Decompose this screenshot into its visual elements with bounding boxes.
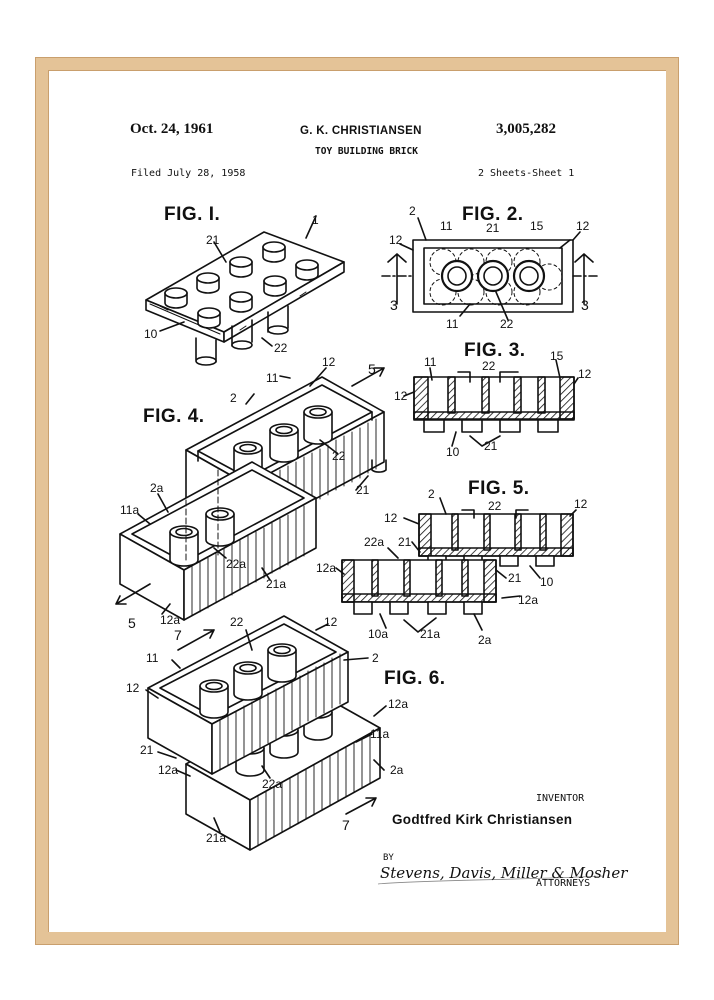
ref-label: 21 (140, 743, 154, 757)
ref-label: 3 (390, 297, 398, 313)
ref-label: 2 (428, 487, 435, 501)
ref-label: 2 (409, 204, 416, 218)
ref-label: 12 (389, 233, 403, 247)
ref-label: 12 (574, 497, 588, 511)
patent-title: TOY BUILDING BRICK (315, 146, 418, 157)
ref-label: 12 (384, 511, 398, 525)
ref-label: 10 (144, 327, 158, 341)
ref-label: 2a (478, 633, 492, 647)
ref-label: 21 (486, 221, 500, 235)
fig4-title: FIG. 4. (143, 406, 205, 427)
fig2-title: FIG. 2. (462, 204, 524, 225)
ref-label: 10 (540, 575, 554, 589)
by-label: BY (383, 853, 394, 863)
ref-label: 15 (550, 349, 564, 363)
ref-label: 21 (398, 535, 412, 549)
fig4-drawing (115, 367, 387, 621)
ref-label: 21a (206, 831, 226, 845)
ref-label: 11 (146, 651, 159, 665)
ref-label: 12a (518, 593, 538, 607)
fig5-title: FIG. 5. (468, 478, 530, 499)
ref-label: 12a (160, 613, 180, 627)
filed-date: Filed July 28, 1958 (131, 168, 246, 179)
inventor-header: G. K. CHRISTIANSEN (300, 125, 422, 137)
ref-label: 22 (274, 341, 288, 355)
ref-label: 11 (440, 219, 453, 233)
ref-label: 12 (322, 355, 336, 369)
ref-label: 10 (446, 445, 460, 459)
ref-label: 10a (368, 627, 388, 641)
patent-date: Oct. 24, 1961 (130, 121, 214, 137)
ref-label: 12a (316, 561, 336, 575)
ref-label: 11 (424, 355, 437, 369)
ref-label: 11a (120, 503, 139, 517)
fig1-title: FIG. I. (164, 204, 220, 225)
ref-label: 12a (388, 697, 408, 711)
ref-label: 12 (578, 367, 592, 381)
ref-label: 12a (158, 763, 178, 777)
inventor-caption: INVENTOR (536, 793, 585, 804)
ref-label: 21 (508, 571, 522, 585)
sheet-count: 2 Sheets-Sheet 1 (478, 168, 575, 179)
ref-label: 7 (174, 627, 182, 643)
ref-label: 21a (420, 627, 440, 641)
ref-label: 12 (394, 389, 408, 403)
fig5-drawing (335, 497, 577, 633)
ref-label: 22 (500, 317, 514, 331)
ref-label: 22a (262, 777, 282, 791)
fig1-drawing (145, 215, 345, 366)
ref-label: 22a (364, 535, 384, 549)
ref-label: 21a (266, 577, 286, 591)
fig6-drawing (145, 615, 387, 851)
ref-label: 11 (266, 371, 279, 385)
attorneys-caption: ATTORNEYS (536, 878, 591, 889)
ref-label: 2a (150, 481, 164, 495)
ref-label: 11a (370, 727, 389, 741)
ref-label: 3 (581, 297, 589, 313)
ref-label: 21 (356, 483, 370, 497)
ref-label: 21 (206, 233, 220, 247)
fig3-drawing (403, 359, 579, 447)
ref-label: 2 (372, 651, 379, 665)
ref-label: 22 (488, 499, 502, 513)
ref-label: 22 (230, 615, 244, 629)
fig3-title: FIG. 3. (464, 340, 526, 361)
wooden-frame (35, 57, 679, 945)
patent-number: 3,005,282 (496, 121, 556, 137)
ref-label: 2a (390, 763, 404, 777)
ref-label: 2 (230, 391, 237, 405)
ref-label: 12 (324, 615, 338, 629)
ref-label: 22 (482, 359, 496, 373)
ref-label: 11 (446, 317, 459, 331)
ref-label: 12 (126, 681, 140, 695)
fig6-title: FIG. 6. (384, 668, 446, 689)
fig2-drawing (381, 217, 601, 321)
ref-label: 15 (530, 219, 544, 233)
ref-label: 5 (368, 361, 376, 377)
ref-label: 12 (576, 219, 590, 233)
ref-label: 22 (332, 449, 346, 463)
ref-label: 5 (128, 615, 136, 631)
ref-label: 22a (226, 557, 246, 571)
ref-label: 1 (312, 213, 319, 227)
inventor-full-name: Godtfred Kirk Christiansen (392, 812, 573, 827)
ref-label: 21 (484, 439, 498, 453)
ref-label: 7 (342, 817, 350, 833)
